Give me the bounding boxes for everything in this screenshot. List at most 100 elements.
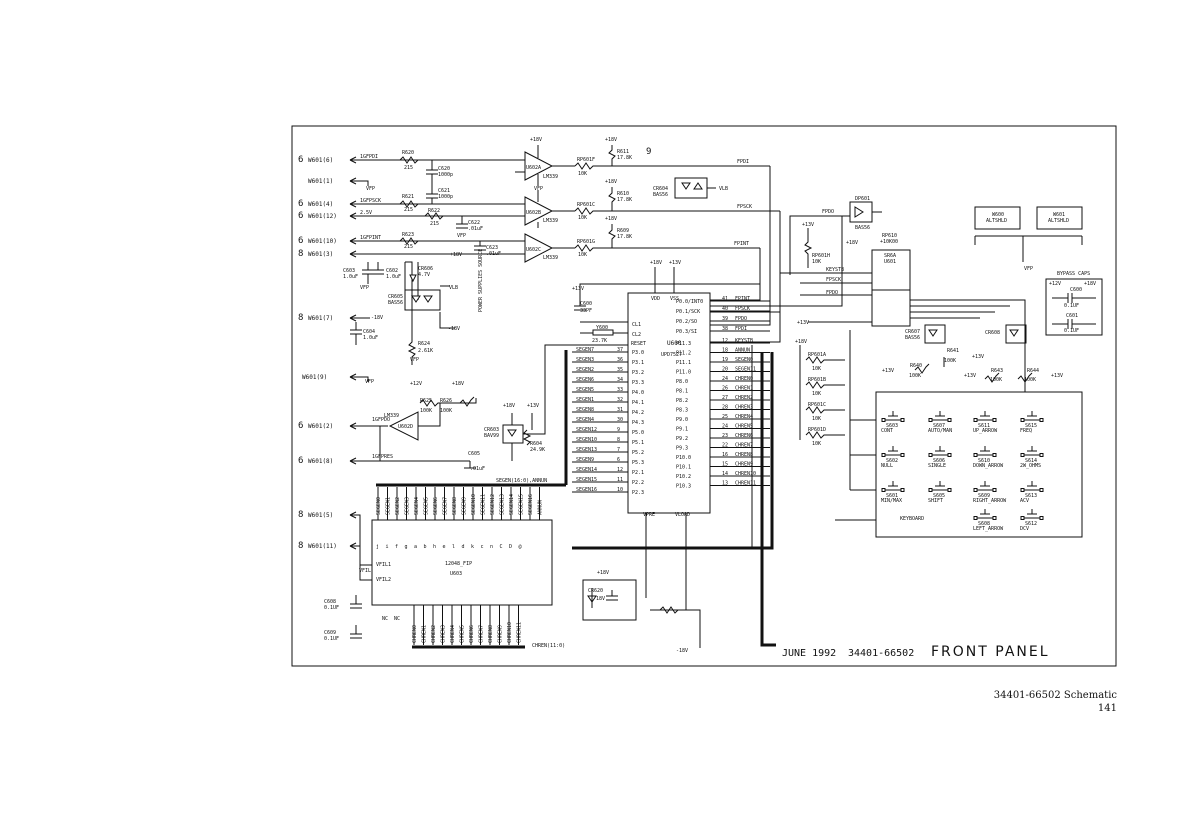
keyboard-frame xyxy=(875,391,1083,538)
u603-seg-letter: h xyxy=(433,544,436,550)
u600-right-net: CHREN1 xyxy=(735,386,753,392)
u600-right-net: FPDO xyxy=(735,316,747,322)
r643-p13: +13V xyxy=(964,373,976,379)
r624-ref: R624 xyxy=(418,341,430,347)
u600-right-pin: P10.0 xyxy=(676,455,691,461)
c609-ref: C609 xyxy=(324,630,336,636)
u600-right-num: 24 xyxy=(722,376,728,382)
c608-val: 0.1UF xyxy=(324,605,339,611)
cr605-val: BAS56 xyxy=(388,300,403,306)
u600-p18: +18V xyxy=(650,260,662,266)
lower-power: CR620 18V C605 +18V R625 -18V xyxy=(582,570,701,654)
sup-p18-b: +18V xyxy=(605,137,617,143)
key-ref: S613 xyxy=(1025,493,1037,499)
u600-left-pin: P4.3 xyxy=(632,420,644,426)
r641-p13: +13V xyxy=(972,354,984,360)
key-ref: S601 xyxy=(886,493,898,499)
conn-name-1: W601(1) xyxy=(308,178,333,185)
left-capacitors: C620 1000p C621 1000p C622 .01uF C623 .0… xyxy=(324,160,501,642)
u600-right-pin: P0.2/SO xyxy=(676,319,697,325)
u603-seg-letter: j xyxy=(376,544,379,550)
u600-right-pin: P8.0 xyxy=(676,379,688,385)
conn-sheet-9: 6 xyxy=(298,456,303,466)
u600-left-pin: P4.2 xyxy=(632,410,644,416)
u600-right-net: CHREN7 xyxy=(735,443,753,449)
conn-name-0: W601(6) xyxy=(308,157,333,164)
crystal-p13: +13V xyxy=(572,286,584,292)
u600-right-net: CHREN6 xyxy=(735,433,753,439)
sup-m18-a: -18V xyxy=(371,315,383,321)
u600-left-pin: P5.2 xyxy=(632,450,644,456)
rp601g-ref: RP601G xyxy=(577,239,595,245)
reset-circuit: CR603 BAV99 xyxy=(379,344,628,461)
key-name: AUTO/MAN xyxy=(928,428,952,434)
u600-right-num: 38 xyxy=(722,326,728,332)
r610-val: 17.8K xyxy=(617,197,632,203)
u600-left-num: 34 xyxy=(617,377,623,383)
u600-left-net: SEGEN2 xyxy=(576,367,594,373)
u600-right-pin: P10.1 xyxy=(676,465,691,471)
p13-rp: +13V xyxy=(797,320,809,326)
cr604-ref: CR604 xyxy=(653,186,668,192)
u600-left-net: SEGEN16 xyxy=(576,487,597,493)
cr620-ref: CR620 xyxy=(588,588,603,594)
u600-right-num: 19 xyxy=(722,357,728,363)
u600-right-num: 27 xyxy=(722,395,728,401)
u601-rp: RP610 xyxy=(882,233,897,239)
cr607-val: BAS56 xyxy=(905,335,920,341)
r641-val: 100K xyxy=(944,358,956,364)
w601-name: ALTSHLD xyxy=(1048,218,1069,224)
u600-left-net: SEGEN15 xyxy=(576,477,597,483)
lower-p18: +18V xyxy=(597,570,609,576)
p18-rp: +18V xyxy=(795,339,807,345)
u600-right-net: CHREN11 xyxy=(735,481,756,487)
sup-vfp-a: VFP xyxy=(366,186,375,192)
u600-right-num: 24 xyxy=(722,424,728,430)
u603-seg-letter: C xyxy=(500,544,503,550)
u603-chr-net: CHREN0 xyxy=(412,625,418,643)
u603-seg-net: SEGEN12 xyxy=(490,494,496,515)
kbd-routing xyxy=(835,299,1026,521)
net-fpsck-left: 1GFPSCK xyxy=(360,198,381,204)
u600-right-net: SEGEN0 xyxy=(735,357,753,363)
u603-seg-letter: c xyxy=(481,544,484,550)
c621-ref: C621 xyxy=(438,188,450,194)
u600-right-num: 41 xyxy=(722,296,728,302)
crystal: C600 33PF Y600 23.7K +13V xyxy=(572,283,760,344)
u600-right-net: FPSCK xyxy=(735,306,750,312)
bypass-p18: +18V xyxy=(1084,281,1096,287)
u600-right-num: 40 xyxy=(722,306,728,312)
u600-left-net: SEGEN10 xyxy=(576,437,597,443)
opamp-c-ref: U602C xyxy=(526,247,541,253)
bypass-c601-val: 0.1UF xyxy=(1064,328,1079,334)
c620-ref: C620 xyxy=(438,166,450,172)
u600-left-pin: P4.0 xyxy=(632,390,644,396)
u600-ref: U600 xyxy=(667,340,682,347)
u603-chr-net: CHREN11 xyxy=(517,622,523,643)
r643-ref: R643 xyxy=(991,368,1003,374)
cr603-val: BAV99 xyxy=(484,433,499,439)
bypass-p12: +12V xyxy=(1049,281,1061,287)
u600-right-pin: P11.2 xyxy=(676,351,691,357)
right-routing xyxy=(710,166,872,343)
u603-seg-net: SEGEN3 xyxy=(405,497,411,515)
conn-name-6: W601(7) xyxy=(308,315,333,322)
u600-left-num: 11 xyxy=(617,477,623,483)
u600-right-pin: P9.3 xyxy=(676,446,688,452)
u603-seg-net: SEGEN16 xyxy=(528,494,534,515)
key-ref: S615 xyxy=(1025,423,1037,429)
u600-part: UPD7527 xyxy=(661,352,682,358)
u600-left-pin: P3.1 xyxy=(632,360,644,366)
w600-ref: W600 xyxy=(992,212,1004,218)
c622-val: .01uF xyxy=(468,226,483,232)
u600-left-net: SEGEN5 xyxy=(576,387,594,393)
r620-ref: R620 xyxy=(402,150,414,156)
r640-ref: R640 xyxy=(910,363,922,369)
rp601c-val: 10K xyxy=(578,215,587,221)
opamp-c-part: LM339 xyxy=(543,255,558,261)
u603-top-pins: SEGEN0jSEGEN1iSEGEN2fSEGEN3gSEGEN4aSEGEN… xyxy=(376,487,544,550)
